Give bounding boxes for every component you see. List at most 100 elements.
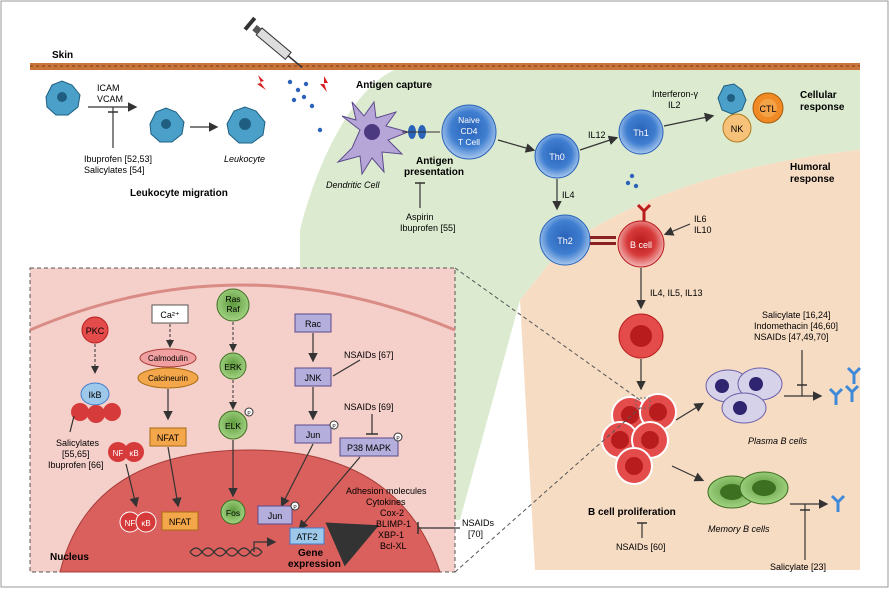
cytokines-label: Cytokines [366, 497, 406, 507]
leukocyte-label: Leukocyte [224, 154, 265, 164]
interferon-label: Interferon-γ [652, 89, 699, 99]
zoom-line [454, 407, 641, 573]
phospho-mark [329, 420, 339, 430]
fos-node [220, 499, 246, 525]
il10-label: IL10 [694, 225, 712, 235]
flow-arrow [280, 443, 314, 508]
th2-label: Th2 [557, 236, 573, 246]
antigen-capture-label: Antigen capture [356, 80, 433, 91]
nf-label: NF [113, 449, 124, 458]
salicylates-54-label: Salicylates [54] [84, 165, 145, 175]
il2-label: IL2 [668, 100, 681, 110]
jun-node [294, 424, 332, 444]
th0-label: Th0 [549, 152, 565, 162]
il4-label: IL4 [562, 190, 575, 200]
b-cell-label: B cell [630, 240, 652, 250]
pkc-node [81, 316, 109, 344]
phospho-label: P [293, 505, 297, 511]
lightning-icon [257, 75, 266, 90]
naive-cd4-cell [441, 104, 497, 160]
nf-label: NF [125, 519, 136, 528]
indomethacin-label: Indomethacin [46,60] [754, 321, 838, 331]
skin-band [30, 63, 860, 70]
icam-label: ICAM [97, 83, 120, 93]
antibody-icon [828, 366, 862, 405]
fos-label: Fos [226, 508, 240, 518]
nfat-nuclear-label: NFAT [169, 517, 192, 527]
naive-label-2: CD4 [460, 126, 477, 136]
nk-cell [722, 113, 752, 143]
atf2-node [289, 527, 325, 545]
cellular-response-label-2: response [800, 102, 845, 113]
aspirin-label: Aspirin [406, 212, 434, 222]
output-arrow [325, 522, 379, 567]
salicylates-label: Salicylates [56, 438, 100, 448]
plasma-b-cells-label: Plasma B cells [748, 436, 808, 446]
phospho-mark [393, 432, 403, 442]
memory-b-cells-label: Memory B cells [708, 524, 770, 534]
phospho-label: P [247, 411, 251, 417]
nsaids-70-label: NSAIDs [462, 518, 495, 528]
naive-label-3: T Cell [458, 137, 480, 147]
phospho-label: P [332, 424, 336, 430]
humoral-region [520, 150, 860, 570]
phospho-mark [244, 407, 254, 417]
flow-arrow [167, 446, 182, 508]
flow-arrow [497, 139, 536, 153]
adhesion-label: Adhesion molecules [346, 486, 427, 496]
flow-arrow [298, 456, 361, 530]
th1-label: Th1 [633, 128, 649, 138]
zoom-line [454, 267, 641, 401]
nfat-nuclear-node [161, 511, 199, 531]
ibuprofen-66-label: Ibuprofen [66] [48, 460, 104, 470]
blimp-label: BLIMP-1 [376, 519, 411, 529]
phospho-mark [290, 501, 300, 511]
elk-label: ELK [225, 421, 241, 431]
jun-label: Jun [306, 430, 321, 440]
leukocyte-migration-label: Leukocyte migration [130, 188, 228, 199]
gene-expression-label-1: Gene [298, 548, 323, 559]
erk-label: ERK [224, 362, 242, 372]
calcium-node [151, 304, 189, 324]
ibuprofen-55-label: Ibuprofen [55] [400, 223, 456, 233]
rac-label: Rac [305, 319, 322, 329]
phospho-label: P [396, 436, 400, 442]
th1-cell [618, 109, 664, 155]
naive-label-1: Naive [458, 115, 480, 125]
cellular-response-label-1: Cellular [800, 90, 837, 101]
il6-label: IL6 [694, 214, 707, 224]
th0-cell [534, 133, 580, 179]
humoral-response-label-2: response [790, 174, 835, 185]
nfkb-nuclear [119, 511, 157, 533]
flow-arrow [579, 135, 619, 151]
ibuprofen-52-53-label: Ibuprofen [52,53] [84, 154, 152, 164]
synapse [590, 236, 616, 239]
antigen-dots [287, 79, 639, 189]
dendritic-cell-label: Dendritic Cell [326, 180, 381, 190]
antibody-icon [636, 203, 652, 221]
nsaids-60-label: NSAIDs [60] [616, 542, 666, 552]
inhibit-line [69, 415, 75, 433]
nsaids-69-label: NSAIDs [69] [344, 402, 394, 412]
calcium-label: Ca²⁺ [160, 310, 180, 320]
antibody-icon [830, 494, 846, 512]
calcineurin-label: Calcineurin [148, 374, 188, 383]
flow-arrow [125, 463, 139, 508]
nfkb-complex [71, 403, 121, 423]
p38-label: P38 MAPK [347, 443, 391, 453]
jun-nuclear-node [257, 505, 293, 525]
antigen-presentation-label-1: Antigen [416, 156, 453, 167]
kb-label: κB [129, 449, 138, 458]
salicylate-16-24-label: Salicylate [16,24] [762, 310, 831, 320]
ikb-label: IkB [88, 390, 101, 400]
flow-arrow [663, 223, 691, 236]
nsaids-47-label: NSAIDs [47,49,70] [754, 332, 829, 342]
proliferating-b-cells [601, 393, 677, 485]
lightning-icon [320, 76, 328, 92]
ras-label: Ras [225, 294, 240, 304]
atf2-label: ATF2 [296, 532, 317, 542]
humoral-response-label-1: Humoral [790, 162, 831, 173]
th2-cell [539, 214, 591, 266]
salicylate-23-label: Salicylate [23] [770, 562, 826, 572]
